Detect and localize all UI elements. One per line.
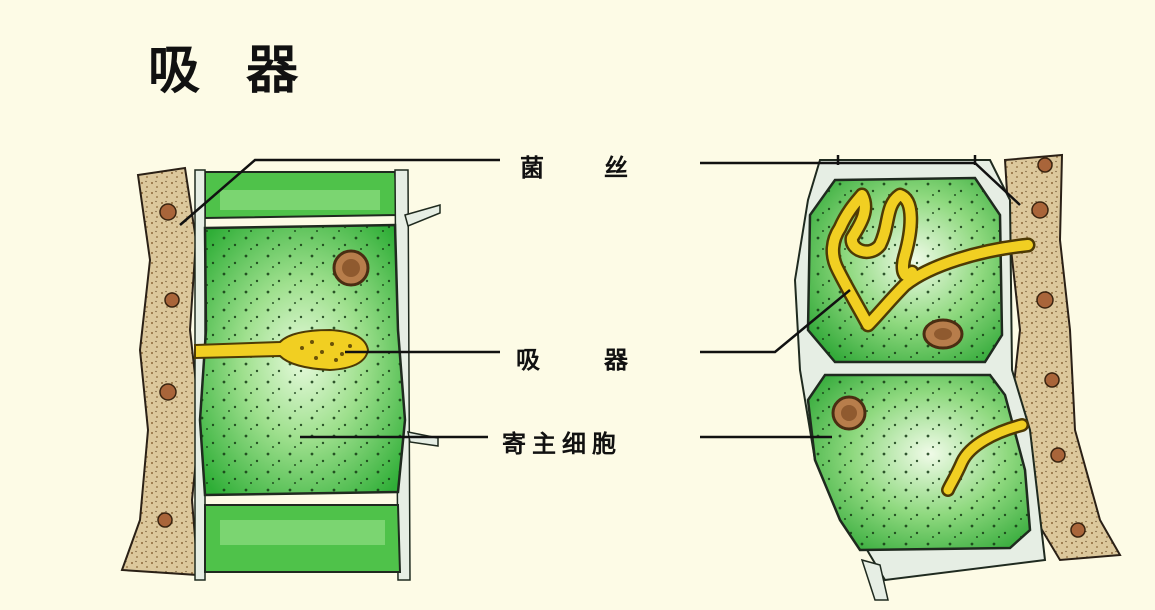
tissue-nucleus <box>1044 372 1060 388</box>
right-diagram <box>793 153 1122 601</box>
page-title: 吸 器 <box>148 41 313 101</box>
tissue-nucleus <box>164 292 180 308</box>
leader-haustorium-right <box>700 289 851 354</box>
left-diagram <box>120 166 441 581</box>
tissue-nucleus <box>157 512 173 528</box>
tissue-nucleus <box>159 203 177 221</box>
tissue-nucleus <box>159 383 177 401</box>
cell-wall <box>194 169 206 581</box>
hypha-right <box>825 187 1036 497</box>
haustorium-left <box>194 328 370 372</box>
tissue-nucleus <box>1070 522 1086 538</box>
tissue-nucleus <box>1037 157 1053 173</box>
label-hypha: 菌丝 <box>520 154 688 182</box>
tissue-nucleus <box>1036 291 1054 309</box>
leader-hypha-left <box>179 158 500 226</box>
tissue-nucleus <box>1050 447 1066 463</box>
tissue-nucleus <box>1031 201 1049 219</box>
leader-lines <box>179 155 1021 439</box>
label-haustorium: 吸器 <box>516 346 692 374</box>
label-host-cell: 寄主细胞 <box>502 430 622 458</box>
